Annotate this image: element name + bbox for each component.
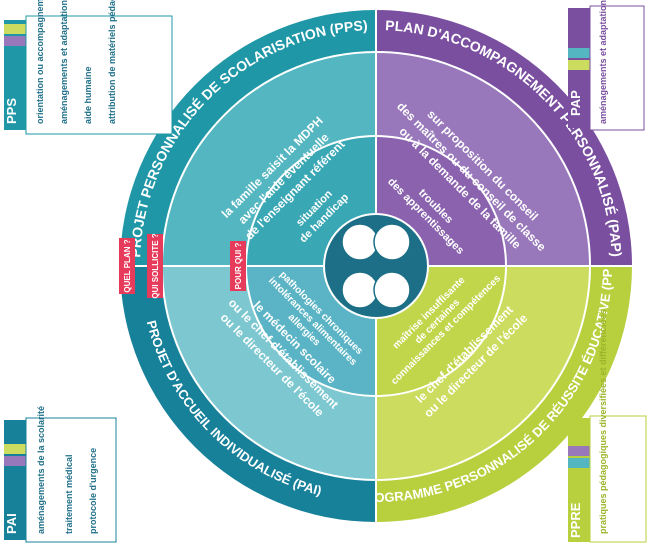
card-pap-label: PAP bbox=[568, 90, 583, 116]
pps-item-4: attribution de matériels pédagogiques ad… bbox=[107, 0, 117, 124]
tag-pour-qui: POUR QUI ? bbox=[230, 241, 246, 291]
center-hub bbox=[323, 213, 429, 319]
pai-item-1: aménagements de la scolarité bbox=[36, 406, 46, 534]
children-faces-icon bbox=[341, 223, 411, 309]
pai-item-2: traitement médical bbox=[64, 454, 74, 534]
card-ppre-label: PPRE bbox=[568, 502, 583, 538]
tag-pour-qui-text: POUR QUI ? bbox=[234, 243, 243, 290]
card-ppre: PPRE pratiques pédagogiques diversifiées… bbox=[568, 309, 647, 543]
pps-item-2: aménagements et adaptations pédagogiques bbox=[59, 0, 69, 124]
card-pps-label: PPS bbox=[4, 98, 19, 124]
pai-item-3: protocole d'urgence bbox=[88, 448, 98, 534]
tag-qui-sollicite-text: QUI SOLLICITE ? bbox=[151, 233, 160, 298]
card-pap: PAP aménagements et adaptations pédagogi… bbox=[568, 0, 645, 131]
pps-item-1: orientation ou accompagnement bbox=[35, 0, 45, 124]
tag-qui-sollicite: QUI SOLLICITE ? bbox=[147, 233, 163, 299]
card-pai-label: PAI bbox=[4, 513, 19, 534]
tag-quel-plan-text: QUEL PLAN ? bbox=[123, 239, 132, 292]
pps-item-3: aide humaine bbox=[83, 66, 93, 124]
card-pps: PPS orientation ou accompagnement aménag… bbox=[4, 0, 173, 135]
pap-item-1: aménagements et adaptations pédagogiques bbox=[598, 0, 608, 124]
ppre-item-1: pratiques pédagogiques diversifiées et d… bbox=[598, 309, 608, 534]
card-pai: PAI aménagements de la scolarité traitem… bbox=[4, 406, 117, 543]
tag-quel-plan: QUEL PLAN ? bbox=[119, 238, 135, 294]
